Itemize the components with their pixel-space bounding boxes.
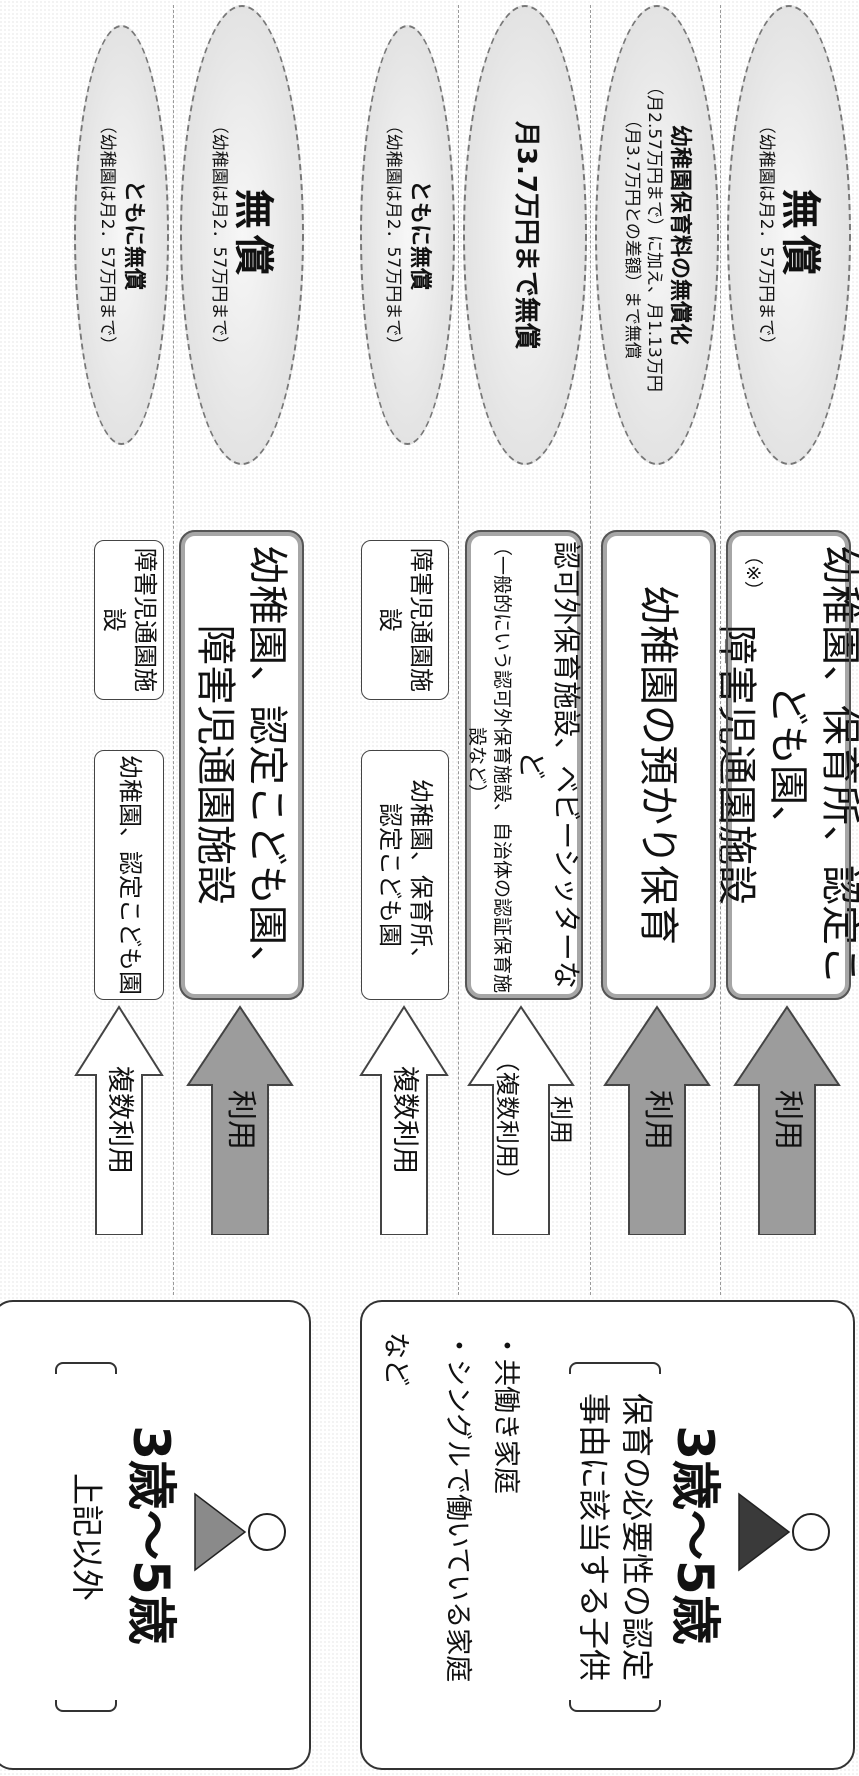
group2-age: 3歳～5歳 xyxy=(122,1425,180,1645)
group2-condition-line1: 上記以外 xyxy=(67,1472,106,1601)
group1-row3-facility-line1: 認可外保育施設、ベビーシッターなど xyxy=(514,541,583,989)
group1-row3-benefit: 月3.7万円まで無償 xyxy=(463,5,587,465)
arrow-icon xyxy=(359,1005,449,1235)
person-icon xyxy=(194,1492,286,1572)
group2-person-panel: 3歳～5歳 上記以外 xyxy=(0,1300,311,1770)
group1-condition-line1: 保育の必要性の認定 xyxy=(618,1392,657,1681)
group1-row1-facility: 幼稚園、保育所、認定こども園、 障害児通園施設 （※） xyxy=(714,530,859,1000)
group1-row2-facility: 幼稚園の預かり保育 xyxy=(601,530,716,1000)
arrow-icon xyxy=(467,1005,575,1235)
group2-row2-benefit: ともに無償 （幼稚園は月2．57万円まで） xyxy=(74,25,169,445)
group2-condition: 上記以外 xyxy=(51,1362,121,1712)
group1-row1-facility-line2: 障害児通園施設 xyxy=(713,625,760,905)
group2-row2-facility-a: 幼稚園、認定こども園 xyxy=(94,750,164,1000)
group1-row3-benefit-main: 月3.7万円まで無償 xyxy=(510,120,541,350)
group1-row2-benefit-line3: （月3.7万円との差額）まで無償 xyxy=(621,111,642,359)
group1-row4-facility-a-line1: 幼稚園、保育所、 xyxy=(407,779,436,971)
group2-row1-benefit: 無償 （幼稚園は月2．57万円まで） xyxy=(180,5,304,465)
group2-row1-benefit-main: 無償 xyxy=(230,189,277,281)
group1-row3-arrow: 利用 （複数利用） xyxy=(467,1005,575,1235)
group1-divider-1 xyxy=(720,5,721,1295)
group1-row4-arrow: 複数利用 xyxy=(359,1005,449,1235)
group2-row2-facility-a-label: 幼稚園、認定こども園 xyxy=(115,755,144,995)
group1-row1-benefit: 無償 （幼稚園は月2．57万円まで） xyxy=(727,5,851,465)
group2-row1-facility-line1: 幼稚園、認定こども園、 xyxy=(244,545,291,985)
arrow-icon xyxy=(733,1005,841,1235)
group1-row3-arrow-label: 利用 （複数利用） xyxy=(467,1005,575,1235)
group1-bullet-1: ・共働き家庭 xyxy=(490,1332,521,1494)
group2-row1-arrow-label: 利用 xyxy=(223,1090,258,1150)
group1-row1-arrow-label: 利用 xyxy=(770,1090,805,1150)
group2-row2-benefit-main: ともに無償 xyxy=(120,179,146,290)
group2-row2-facility-b: 障害児通園施設 xyxy=(94,540,164,700)
group1-condition: 保育の必要性の認定 事由に該当する子供 xyxy=(565,1362,665,1712)
group1-row4-facility-b: 障害児通園施設 xyxy=(361,540,449,700)
group1-person-panel: 3歳～5歳 保育の必要性の認定 事由に該当する子供 ・共働き家庭 ・シングルで働… xyxy=(360,1300,855,1770)
group1-row2-facility-line1: 幼稚園の預かり保育 xyxy=(635,585,682,945)
group1-row4-facility-b-label: 障害児通園施設 xyxy=(376,548,436,692)
group1-row4-benefit-main: ともに無償 xyxy=(406,179,432,290)
group1-row1-facility-line1: 幼稚園、保育所、認定こども園、 xyxy=(765,545,859,985)
group1-row4-benefit-sub: （幼稚園は月2．57万円まで） xyxy=(383,116,404,354)
group1-condition-line2: 事由に該当する子供 xyxy=(575,1392,613,1681)
group2-row2-facility-b-label: 障害児通園施設 xyxy=(100,548,160,692)
group2-row2-arrow: 複数利用 xyxy=(74,1005,164,1235)
group1-row2-arrow-label: 利用 xyxy=(640,1090,675,1150)
group1-row2-benefit: 幼稚園保育料の無償化 （月2.57万円まで）に加え、月1.13万円 （月3.7万… xyxy=(595,5,719,465)
group1-row2-benefit-line1: 幼稚園保育料の無償化 xyxy=(667,124,693,345)
group1-age: 3歳～5歳 xyxy=(666,1425,724,1645)
group1-row2-arrow: 利用 xyxy=(603,1005,711,1235)
group1-row3-facility-line2: （一般的にいう認可外保育施設、自治体の認証保育施設など） xyxy=(466,536,513,993)
arrow-icon xyxy=(186,1005,294,1235)
group1-row3-arrow-line2: （複数利用） xyxy=(493,1048,521,1192)
group1-row1-benefit-main: 無償 xyxy=(777,189,824,281)
group1-divider-2 xyxy=(590,5,591,1295)
group1-row4-benefit: ともに無償 （幼稚園は月2．57万円まで） xyxy=(360,25,455,445)
group1-row4-facility-a: 幼稚園、保育所、 認定こども園 xyxy=(361,750,449,1000)
group1-row1-note: （※） xyxy=(741,546,764,600)
group2-row1-benefit-sub: （幼稚園は月2．57万円まで） xyxy=(209,116,230,354)
group2-row1-arrow: 利用 xyxy=(186,1005,294,1235)
group1-bullet-2: ・シングルで働いている家庭 xyxy=(442,1332,473,1683)
group1-row1-arrow: 利用 xyxy=(733,1005,841,1235)
group1-row3-arrow-line1: 利用 xyxy=(547,1096,575,1144)
group1-row4-facility-a-line2: 認定こども園 xyxy=(376,803,404,947)
group1-row4-arrow-label: 複数利用 xyxy=(389,1066,421,1174)
group1-divider-3 xyxy=(458,5,459,1295)
arrow-icon xyxy=(74,1005,164,1235)
group1-bullet-3: など xyxy=(380,1332,411,1386)
group2-divider-1 xyxy=(173,5,174,1295)
group1-row3-facility: 認可外保育施設、ベビーシッターなど （一般的にいう認可外保育施設、自治体の認証保… xyxy=(465,530,583,1000)
group2-row1-facility: 幼稚園、認定こども園、 障害児通園施設 xyxy=(179,530,304,1000)
group2-row2-arrow-label: 複数利用 xyxy=(104,1066,136,1174)
arrow-icon xyxy=(603,1005,711,1235)
group1-row2-benefit-line2: （月2.57万円まで）に加え、月1.13万円 xyxy=(644,78,665,392)
group2-row2-benefit-sub: （幼稚園は月2．57万円まで） xyxy=(97,116,118,354)
group1-row1-benefit-sub: （幼稚園は月2．57万円まで） xyxy=(756,116,777,354)
person-icon xyxy=(738,1492,830,1572)
group2-row1-facility-line2: 障害児通園施設 xyxy=(192,625,239,905)
